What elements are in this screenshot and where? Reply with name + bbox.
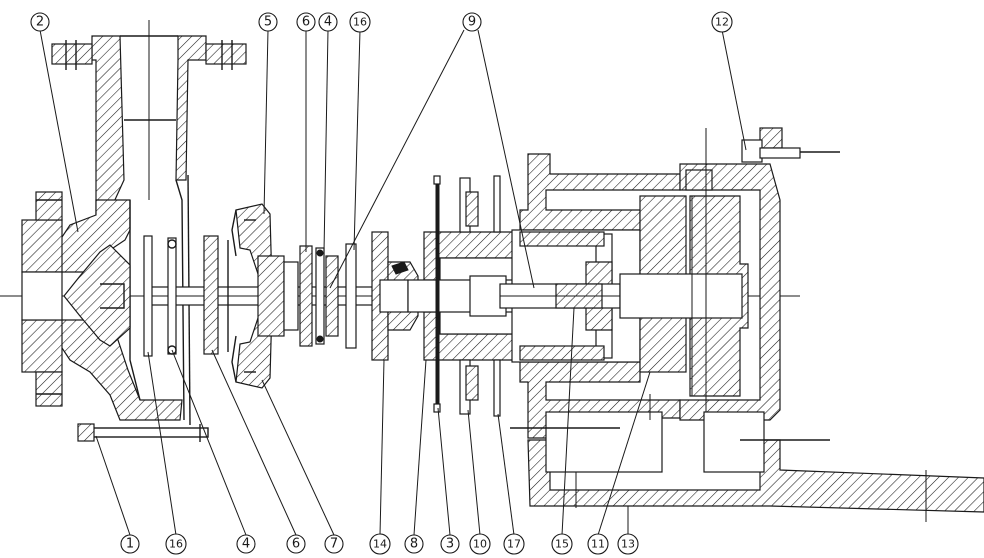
svg-text:8: 8	[410, 537, 418, 552]
callout-6-top: 6	[296, 12, 316, 32]
callout-3: 3	[440, 534, 460, 554]
svg-text:17: 17	[507, 538, 521, 551]
callout-11: 11	[587, 533, 609, 555]
svg-text:13: 13	[621, 538, 635, 551]
svg-text:4: 4	[324, 15, 332, 30]
svg-text:16: 16	[353, 16, 367, 29]
motor-housing	[619, 128, 781, 460]
svg-text:14: 14	[373, 538, 387, 551]
callout-5: 5	[258, 12, 278, 32]
svg-text:4: 4	[242, 537, 250, 552]
coupling-shaft	[499, 283, 780, 309]
pump-casing	[21, 20, 247, 426]
svg-text:6: 6	[292, 537, 300, 552]
callout-14: 14	[369, 533, 391, 555]
callout-8: 8	[404, 534, 424, 554]
svg-text:16: 16	[169, 538, 183, 551]
callout-4-top: 4	[318, 12, 338, 32]
svg-text:1: 1	[126, 537, 134, 552]
svg-text:9: 9	[468, 15, 476, 30]
svg-text:3: 3	[446, 537, 454, 552]
impeller	[231, 203, 299, 389]
callout-15: 15	[551, 533, 573, 555]
bracket-plates	[459, 175, 501, 417]
callout-2: 2	[30, 12, 50, 32]
callout-9: 9	[462, 12, 482, 32]
front-wear-plates	[143, 235, 229, 357]
seal-rings	[299, 243, 357, 349]
callout-10: 10	[469, 533, 491, 555]
coupling-disc	[371, 231, 419, 361]
svg-text:15: 15	[555, 538, 569, 551]
svg-text:7: 7	[330, 537, 338, 552]
svg-text:6: 6	[302, 15, 310, 30]
svg-text:5: 5	[264, 15, 272, 30]
callout-6-bottom: 6	[286, 534, 306, 554]
svg-text:2: 2	[36, 15, 44, 30]
callout-17: 17	[503, 533, 525, 555]
motor-bolt	[741, 127, 840, 163]
callout-13: 13	[617, 533, 639, 555]
callout-16-bottom: 16	[165, 533, 187, 555]
leader-lines	[39, 29, 747, 536]
svg-text:10: 10	[473, 538, 487, 551]
svg-text:11: 11	[591, 538, 605, 551]
callout-16-top: 16	[349, 11, 371, 33]
callout-4-bottom: 4	[236, 534, 256, 554]
casing-bolt	[77, 423, 209, 442]
slinger-disc	[433, 175, 441, 413]
callout-12: 12	[711, 11, 733, 33]
svg-text:12: 12	[715, 16, 729, 29]
callout-7: 7	[324, 534, 344, 554]
base-frame	[510, 394, 984, 522]
callout-1: 1	[120, 534, 140, 554]
